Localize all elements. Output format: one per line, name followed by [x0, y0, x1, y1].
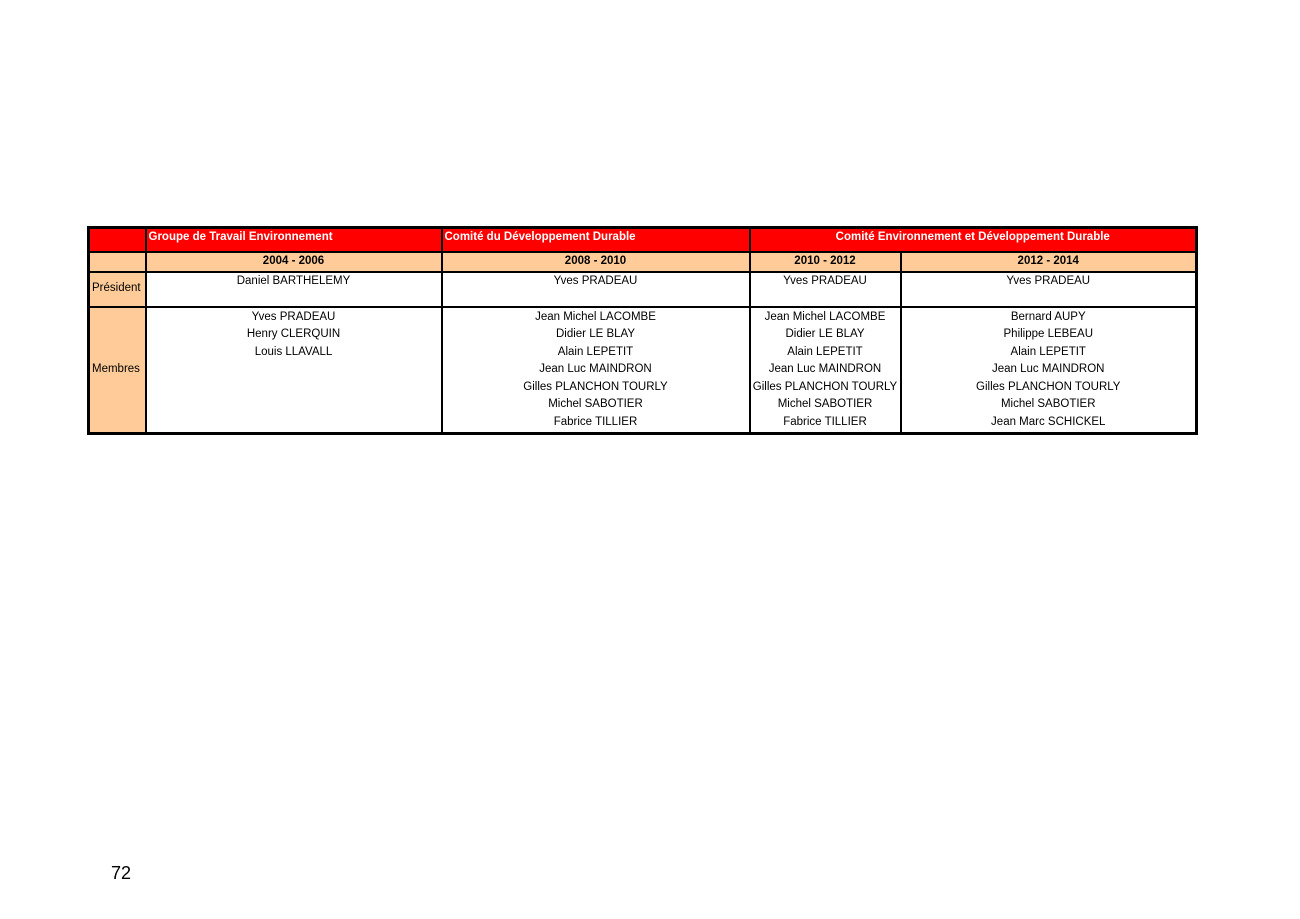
committee-header-row: Groupe de Travail Environnement Comité d…: [88, 227, 1197, 253]
period-cell: 2004 - 2006: [144, 252, 442, 273]
member-name: Fabrice TILLIER: [553, 415, 638, 428]
president-row: Président Daniel BARTHELEMY Yves PRADEAU…: [88, 271, 1197, 308]
members-cell: Bernard AUPY Philippe LEBEAU Alain LEPET…: [899, 306, 1197, 434]
header-comite-dd: Comité du Développement Durable: [440, 227, 750, 253]
member-name: Jean Luc MAINDRON: [992, 363, 1105, 375]
committee-table: Groupe de Travail Environnement Comité d…: [87, 226, 1198, 435]
row-label-president: Président: [88, 271, 146, 308]
member-name: Didier LE BLAY: [785, 328, 865, 340]
row-label-membres: Membres: [88, 306, 146, 434]
member-name: Philippe LEBEAU: [1003, 328, 1094, 340]
member-name: Didier LE BLAY: [555, 328, 636, 340]
members-cell: Jean Michel LACOMBE Didier LE BLAY Alain…: [748, 306, 901, 434]
members-cell: Jean Michel LACOMBE Didier LE BLAY Alain…: [440, 306, 750, 434]
members-cell: Yves PRADEAU Henry CLERQUIN Louis LLAVAL…: [144, 306, 442, 434]
member-name: Gilles PLANCHON TOURLY: [752, 380, 898, 393]
member-name: Jean Marc SCHICKEL: [991, 415, 1106, 428]
member-name: Yves PRADEAU: [251, 310, 336, 323]
header-comite-edd: Comité Environnement et Développement Du…: [748, 227, 1197, 253]
member-name: Alain LEPETIT: [557, 345, 634, 358]
member-name: Jean Luc MAINDRON: [539, 363, 652, 375]
header-groupe-travail: Groupe de Travail Environnement: [144, 227, 442, 253]
committee-table-wrapper: Groupe de Travail Environnement Comité d…: [87, 226, 1198, 435]
member-name: Jean Luc MAINDRON: [768, 363, 882, 375]
president-cell: Yves PRADEAU: [899, 271, 1197, 308]
member-name: Bernard AUPY: [1010, 310, 1086, 323]
member-name: Alain LEPETIT: [1010, 345, 1086, 358]
member-name: Gilles PLANCHON TOURLY: [523, 380, 668, 393]
member-name: Jean Michel LACOMBE: [764, 310, 886, 323]
header-corner: [88, 227, 146, 253]
member-name: Michel SABOTIER: [548, 398, 643, 410]
page-number: 72: [111, 863, 132, 883]
members-row: Membres Yves PRADEAU Henry CLERQUIN Loui…: [88, 306, 1197, 434]
president-cell: Daniel BARTHELEMY: [144, 271, 442, 308]
member-name: Jean Michel LACOMBE: [535, 310, 656, 323]
member-name: Henry CLERQUIN: [246, 328, 341, 340]
period-row: 2004 - 2006 2008 - 2010 2010 - 2012 2012…: [88, 252, 1197, 273]
member-name: Michel SABOTIER: [777, 398, 873, 410]
member-name: Louis LLAVALL: [254, 345, 333, 358]
president-cell: Yves PRADEAU: [440, 271, 750, 308]
member-name: Michel SABOTIER: [1000, 398, 1096, 410]
member-name: Fabrice TILLIER: [783, 415, 867, 428]
period-cell: 2008 - 2010: [440, 252, 750, 273]
period-corner: [88, 252, 146, 273]
member-name: Gilles PLANCHON TOURLY: [976, 380, 1121, 393]
president-cell: Yves PRADEAU: [748, 271, 901, 308]
period-cell: 2010 - 2012: [748, 252, 901, 273]
member-name: Alain LEPETIT: [787, 345, 863, 358]
period-cell: 2012 - 2014: [899, 252, 1197, 273]
